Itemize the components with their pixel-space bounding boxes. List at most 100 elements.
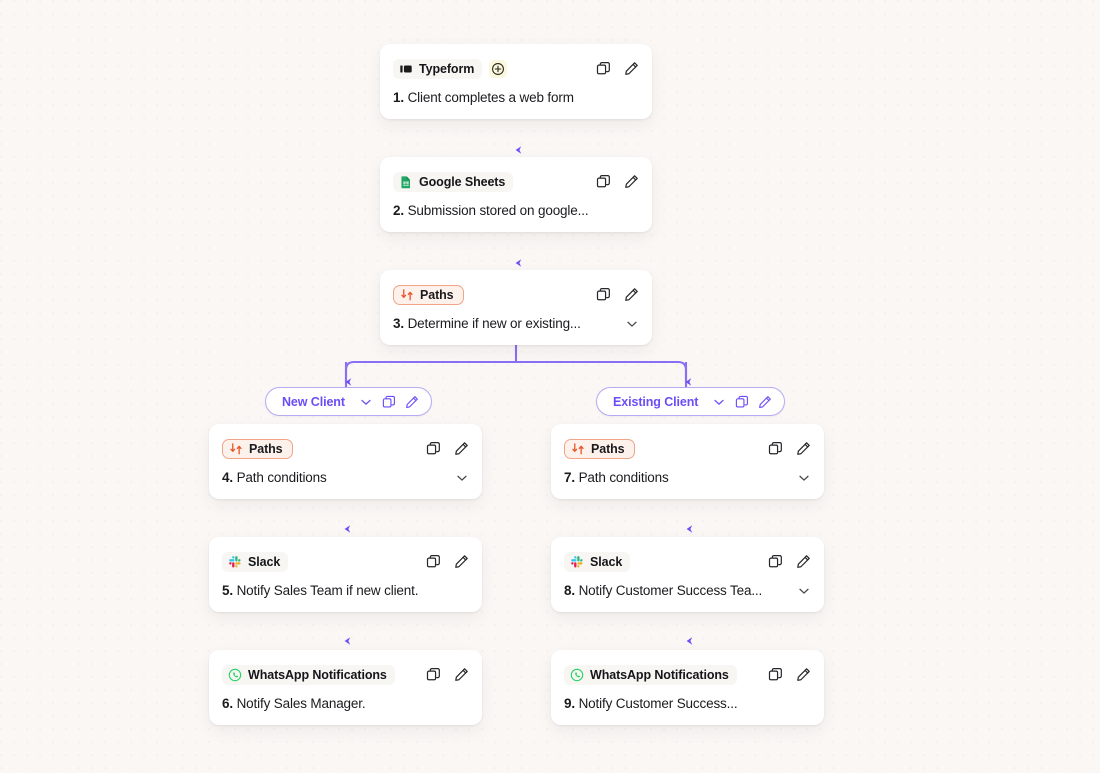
- node-step-title: 9. Notify Customer Success...: [564, 696, 737, 711]
- app-chip-paths: Paths: [564, 438, 635, 459]
- app-chip-slack: Slack: [222, 551, 289, 572]
- chevron-down-icon[interactable]: [797, 584, 811, 598]
- node-actions: [426, 441, 469, 456]
- typeform-icon: [400, 65, 412, 72]
- workflow-node-google-sheets[interactable]: Google Sheets 2. Submission stored on go…: [380, 157, 652, 232]
- node-step-title: 7. Path conditions: [564, 470, 669, 485]
- node-body: 7. Path conditions: [551, 462, 824, 499]
- node-actions: [596, 174, 639, 189]
- step-number: 5.: [222, 583, 237, 598]
- duplicate-icon[interactable]: [596, 61, 611, 76]
- step-title: Path conditions: [236, 470, 327, 485]
- app-chip-google-sheets: Google Sheets: [393, 171, 514, 192]
- duplicate-icon[interactable]: [596, 287, 611, 302]
- chevron-down-icon[interactable]: [359, 395, 373, 409]
- chevron-down-icon[interactable]: [712, 395, 726, 409]
- node-step-title: 1. Client completes a web form: [393, 90, 574, 105]
- node-body: 8. Notify Customer Success Tea...: [551, 575, 824, 612]
- edit-pencil-icon[interactable]: [454, 667, 469, 682]
- workflow-node-typeform[interactable]: Typeform 1.: [380, 44, 652, 119]
- whatsapp-icon: [228, 668, 242, 681]
- edit-pencil-icon[interactable]: [624, 287, 639, 302]
- step-title: Client completes a web form: [407, 90, 574, 105]
- app-name: Paths: [591, 441, 625, 456]
- workflow-node-slack-5[interactable]: Slack 5. Notify Sales Team if new client…: [209, 537, 482, 612]
- edit-pencil-icon[interactable]: [624, 174, 639, 189]
- chevron-down-icon[interactable]: [625, 317, 639, 331]
- paths-icon: [401, 288, 413, 300]
- google-sheets-icon: [401, 175, 411, 188]
- node-header: Paths: [380, 270, 652, 308]
- plus-circle-icon: [492, 62, 505, 75]
- whatsapp-icon: [570, 668, 584, 681]
- duplicate-icon[interactable]: [768, 441, 783, 456]
- step-title: Notify Sales Manager.: [236, 696, 366, 711]
- app-name: Typeform: [419, 61, 475, 76]
- edit-pencil-icon[interactable]: [796, 667, 811, 682]
- node-actions: [426, 554, 469, 569]
- app-name: Paths: [420, 287, 454, 302]
- app-name: Google Sheets: [419, 174, 506, 189]
- node-body: 3. Determine if new or existing...: [380, 308, 652, 345]
- app-name: Slack: [590, 554, 623, 569]
- node-step-title: 4. Path conditions: [222, 470, 327, 485]
- app-chip-paths: Paths: [222, 438, 293, 459]
- step-title: Path conditions: [578, 470, 669, 485]
- edit-pencil-icon[interactable]: [405, 395, 419, 409]
- node-header: Paths: [209, 424, 482, 462]
- app-name: WhatsApp Notifications: [248, 667, 387, 682]
- node-step-title: 3. Determine if new or existing...: [393, 316, 581, 331]
- workflow-node-whatsapp-9[interactable]: WhatsApp Notifications 9. Notify Custome…: [551, 650, 824, 725]
- branch-pill-new-client[interactable]: New Client: [265, 387, 432, 416]
- branch-actions: [712, 395, 772, 409]
- add-step-badge[interactable]: [489, 59, 508, 78]
- step-number: 6.: [222, 696, 237, 711]
- chevron-down-icon[interactable]: [455, 471, 469, 485]
- node-body: 1. Client completes a web form: [380, 82, 652, 119]
- step-number: 3.: [393, 316, 408, 331]
- branch-label: Existing Client: [613, 394, 699, 409]
- step-number: 7.: [564, 470, 579, 485]
- branch-label: New Client: [282, 394, 345, 409]
- edit-pencil-icon[interactable]: [454, 441, 469, 456]
- edit-pencil-icon[interactable]: [796, 554, 811, 569]
- node-actions: [768, 667, 811, 682]
- node-body: 9. Notify Customer Success...: [551, 688, 824, 725]
- edit-pencil-icon[interactable]: [796, 441, 811, 456]
- workflow-node-slack-8[interactable]: Slack 8. Notify Customer Success Tea...: [551, 537, 824, 612]
- workflow-node-paths-4[interactable]: Paths 4. Path conditions: [209, 424, 482, 499]
- step-number: 4.: [222, 470, 237, 485]
- node-step-title: 5. Notify Sales Team if new client.: [222, 583, 418, 598]
- duplicate-icon[interactable]: [426, 441, 441, 456]
- duplicate-icon[interactable]: [735, 395, 749, 409]
- workflow-node-paths-3[interactable]: Paths 3. Determine if new or existing...: [380, 270, 652, 345]
- edit-pencil-icon[interactable]: [624, 61, 639, 76]
- step-title: Notify Customer Success Tea...: [578, 583, 763, 598]
- chevron-down-icon[interactable]: [797, 471, 811, 485]
- step-number: 9.: [564, 696, 579, 711]
- node-header: Typeform: [380, 44, 652, 82]
- edit-pencil-icon[interactable]: [454, 554, 469, 569]
- node-actions: [426, 667, 469, 682]
- app-chip-slack: Slack: [564, 551, 631, 572]
- app-name: Paths: [249, 441, 283, 456]
- step-number: 1.: [393, 90, 408, 105]
- workflow-node-whatsapp-6[interactable]: WhatsApp Notifications 6. Notify Sales M…: [209, 650, 482, 725]
- workflow-node-paths-7[interactable]: Paths 7. Path conditions: [551, 424, 824, 499]
- app-name: Slack: [248, 554, 281, 569]
- node-header: Slack: [551, 537, 824, 575]
- duplicate-icon[interactable]: [382, 395, 396, 409]
- app-chip-typeform: Typeform: [393, 58, 483, 79]
- step-title: Notify Sales Team if new client.: [236, 583, 419, 598]
- duplicate-icon[interactable]: [426, 667, 441, 682]
- duplicate-icon[interactable]: [768, 554, 783, 569]
- duplicate-icon[interactable]: [596, 174, 611, 189]
- step-title: Determine if new or existing...: [407, 316, 581, 331]
- branch-pill-existing-client[interactable]: Existing Client: [596, 387, 786, 416]
- edit-pencil-icon[interactable]: [758, 395, 772, 409]
- duplicate-icon[interactable]: [426, 554, 441, 569]
- duplicate-icon[interactable]: [768, 667, 783, 682]
- node-actions: [768, 441, 811, 456]
- slack-icon: [571, 555, 583, 568]
